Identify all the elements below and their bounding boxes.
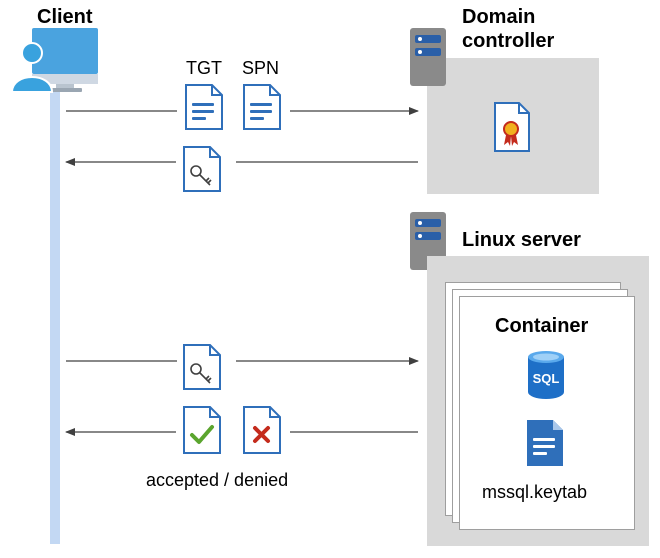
sql-label: SQL <box>532 371 560 386</box>
container-card <box>459 296 635 530</box>
accepted-check-icon <box>182 405 224 455</box>
client-lifeline <box>50 92 60 544</box>
keytab-document-icon <box>525 418 565 468</box>
tgt-label: TGT <box>186 58 222 78</box>
domain-controller-label: Domain controller <box>462 6 555 52</box>
spn-label: SPN <box>242 58 280 78</box>
container-label: Container <box>495 315 589 337</box>
sql-database-icon <box>527 350 565 400</box>
client-label: Client <box>37 6 93 28</box>
result-label: accepted / denied <box>146 470 289 490</box>
tgt-document-icon <box>184 83 226 131</box>
keytab-label: mssql.keytab <box>482 482 588 502</box>
denied-x-icon <box>242 405 284 455</box>
key-ticket-icon <box>182 343 224 391</box>
client-user-icon <box>10 28 100 94</box>
server-icon <box>410 212 446 270</box>
spn-document-icon <box>242 83 284 131</box>
key-ticket-icon <box>182 145 224 193</box>
certificate-icon <box>493 101 531 153</box>
linux-server-label: Linux server <box>462 229 581 251</box>
server-icon <box>410 28 446 86</box>
